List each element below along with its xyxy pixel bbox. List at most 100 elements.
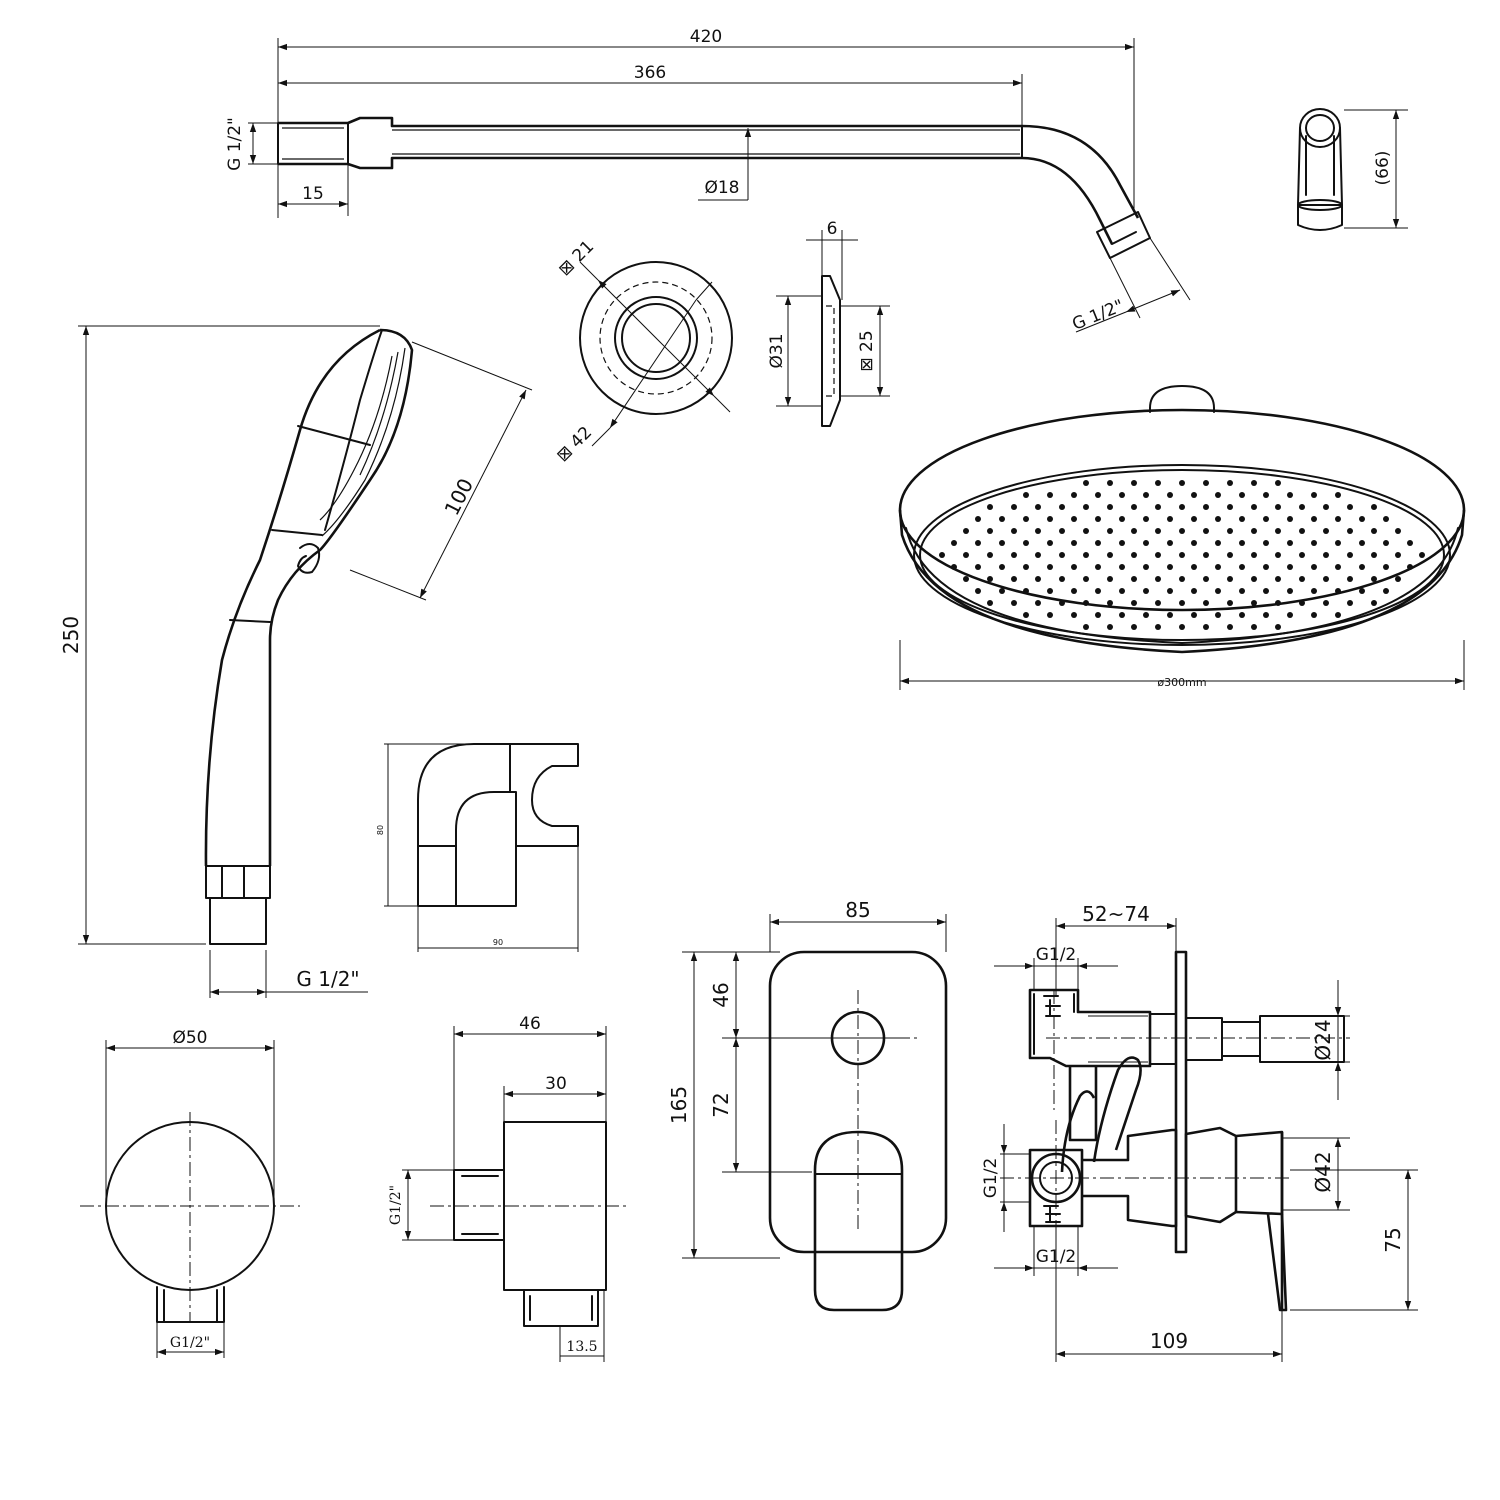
shower-arm-outline (277, 116, 1151, 259)
rain-nozzle (1335, 564, 1341, 570)
rain-nozzle (1191, 588, 1197, 594)
rain-nozzle (1119, 492, 1125, 498)
rain-nozzle (963, 552, 969, 558)
rain-nozzle (1131, 624, 1137, 630)
rain-nozzle (1263, 564, 1269, 570)
rain-nozzle (1095, 540, 1101, 546)
rain-nozzle (1179, 600, 1185, 606)
outlet-front-dim-50: Ø50 (105, 1028, 275, 1206)
rain-nozzle (1275, 528, 1281, 534)
rain-nozzle (1011, 528, 1017, 534)
rain-nozzle (1191, 612, 1197, 618)
connector-dim-66: (66) (1344, 109, 1408, 229)
mixer-front-height: 165 (667, 1086, 691, 1124)
rain-nozzle (1215, 564, 1221, 570)
hand-shower-dim-250: 250 (59, 325, 380, 945)
rain-nozzle (975, 588, 981, 594)
mixer-side-depth: 52~74 (1082, 902, 1150, 926)
flange-thickness: 6 (827, 219, 838, 239)
rain-nozzle (1239, 588, 1245, 594)
rain-nozzle (987, 528, 993, 534)
rain-nozzle (1083, 624, 1089, 630)
rain-nozzle (1191, 492, 1197, 498)
rain-nozzle (1371, 600, 1377, 606)
rain-nozzle (1323, 600, 1329, 606)
rain-nozzle (1167, 516, 1173, 522)
mixer-side-dim-52-74: 52~74 (1055, 902, 1177, 996)
outlet-side-dim-46: 46 (453, 1014, 607, 1170)
rain-nozzle (1383, 540, 1389, 546)
rain-nozzle (999, 516, 1005, 522)
rain-nozzle (1227, 528, 1233, 534)
rain-nozzle (975, 540, 981, 546)
rain-nozzle (1143, 612, 1149, 618)
rain-nozzle (1203, 600, 1209, 606)
rain-nozzle (987, 552, 993, 558)
rain-nozzle (1203, 624, 1209, 630)
rain-nozzle (999, 588, 1005, 594)
rain-nozzle (1203, 504, 1209, 510)
rain-nozzle (999, 540, 1005, 546)
rain-nozzle (1059, 504, 1065, 510)
rain-nozzle (1227, 624, 1233, 630)
rain-nozzle (1095, 564, 1101, 570)
rain-nozzle (1107, 480, 1113, 486)
rain-nozzle (1371, 552, 1377, 558)
rain-nozzle (1263, 516, 1269, 522)
rain-nozzle (1179, 528, 1185, 534)
mixer-side-dim-24: Ø24 (1262, 980, 1350, 1100)
rain-nozzle (1275, 552, 1281, 558)
rain-nozzle (1155, 600, 1161, 606)
rain-nozzle (1023, 492, 1029, 498)
holder-width: 90 (493, 938, 503, 947)
rain-nozzle (1347, 576, 1353, 582)
rain-nozzle (1083, 552, 1089, 558)
rain-nozzle (1251, 528, 1257, 534)
rain-nozzle (1107, 600, 1113, 606)
shower-arm-dim-15: 15 (278, 164, 349, 216)
flange-outer-diameter: ⊠ 42 (553, 423, 596, 466)
rain-nozzle (1107, 552, 1113, 558)
mixer-front-mid-offset: 72 (709, 1092, 733, 1117)
rain-nozzle (1083, 600, 1089, 606)
rain-nozzle (1239, 564, 1245, 570)
rain-nozzle (951, 564, 957, 570)
rain-nozzle (1035, 504, 1041, 510)
rain-nozzle (1083, 504, 1089, 510)
rain-nozzle (1191, 540, 1197, 546)
rain-nozzle (1203, 480, 1209, 486)
rain-nozzle (1299, 552, 1305, 558)
arm-connector-drawing: (66) (1297, 108, 1408, 231)
rain-nozzle (1119, 612, 1125, 618)
rain-nozzle (1335, 516, 1341, 522)
rain-nozzle (1035, 528, 1041, 534)
rain-nozzle (1299, 600, 1305, 606)
mixer-side-upper-diameter: Ø24 (1311, 1019, 1335, 1060)
outlet-side-depth: 46 (519, 1014, 541, 1034)
outlet-side-body: 30 (545, 1074, 567, 1094)
rain-nozzle (1035, 600, 1041, 606)
shower-arm-dim-diameter: Ø18 (698, 128, 752, 201)
rain-nozzle (1047, 516, 1053, 522)
mixer-side-drawing: 52~74 G1/2 G1/2 G1/2 (981, 902, 1418, 1362)
rain-nozzle (1023, 588, 1029, 594)
rain-nozzle (1155, 504, 1161, 510)
rain-nozzle (963, 576, 969, 582)
mixer-side-height: 75 (1381, 1227, 1405, 1252)
hand-shower-dim-thread: G 1/2" (209, 950, 368, 998)
rain-nozzle (1383, 564, 1389, 570)
rain-nozzle (1155, 528, 1161, 534)
rain-nozzle (1095, 612, 1101, 618)
rain-nozzle (1347, 600, 1353, 606)
rain-nozzle (1395, 552, 1401, 558)
rain-nozzle (1203, 552, 1209, 558)
rain-nozzle (1059, 576, 1065, 582)
rain-nozzle (951, 540, 957, 546)
holder-dim-80: 80 (376, 743, 474, 907)
mixer-front-top-offset: 46 (709, 982, 733, 1007)
mixer-side-dim-109: 109 (1055, 1232, 1283, 1362)
rain-nozzle (1107, 624, 1113, 630)
rain-nozzle (1263, 540, 1269, 546)
rain-nozzle (1263, 612, 1269, 618)
rain-nozzle (1251, 624, 1257, 630)
